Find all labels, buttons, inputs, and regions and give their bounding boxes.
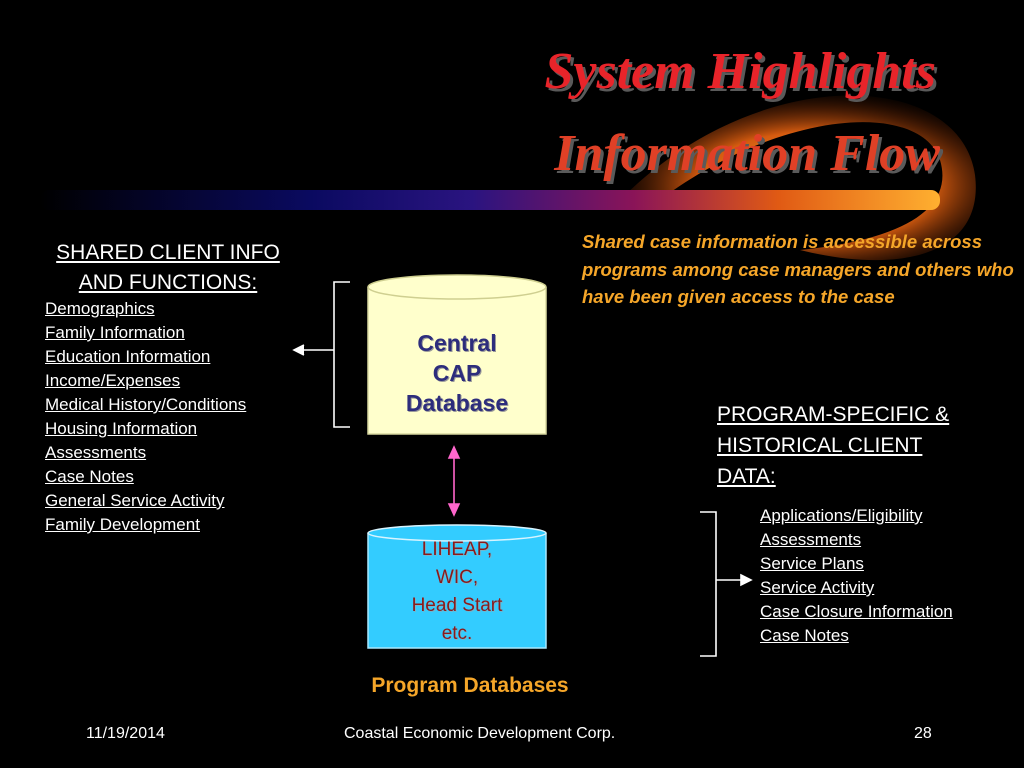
footer-organization: Coastal Economic Development Corp. [344,725,616,742]
list-item: Case Notes [760,626,849,645]
program-db-label-line: WIC, [435,567,479,588]
footer-page-number: 28 [914,725,932,742]
program-db-label-line: Head Start [411,595,503,616]
central-db-label: Central CAP Database [368,328,546,418]
central-db-label-line: Database [405,390,509,416]
program-db-label: LIHEAP, WIC, Head Start etc. [368,536,546,648]
list-item: Demographics [45,299,155,318]
program-data-bracket [700,511,753,657]
list-item: Assessments [760,530,862,549]
central-cap-database [367,274,547,435]
program-database [367,524,547,649]
list-item: Applications/Eligibility [760,506,923,525]
list-item: Assessments [45,443,147,462]
program-specific-heading: PROGRAM-SPECIFIC & HISTORICAL CLIENT DAT… [717,399,1017,492]
program-heading-line: PROGRAM-SPECIFIC & [717,403,950,426]
list-item: General Service Activity [45,491,225,510]
program-databases-caption: Program Databases [371,674,569,697]
program-heading-line: DATA: [717,465,776,488]
list-item: Education Information [45,347,211,366]
list-item: Medical History/Conditions [45,395,247,414]
list-item: Service Plans [760,554,864,573]
program-specific-list: Applications/Eligibility Assessments Ser… [760,504,953,648]
central-db-label-line: CAP [432,360,482,386]
list-item: Case Notes [45,467,134,486]
slide-subtitle: Information Flow [554,125,940,182]
list-item: Family Information [45,323,185,342]
sync-arrow [447,445,461,517]
program-db-label-line: LIHEAP, [421,539,493,560]
list-item: Housing Information [45,419,198,438]
shared-heading-line: AND FUNCTIONS: [78,271,258,294]
slide-title: System Highlights [544,43,936,100]
shared-client-info-list: Demographics Family Information Educatio… [45,297,246,537]
central-db-label-line: Central [417,330,497,356]
list-item: Case Closure Information [760,602,953,621]
list-item: Income/Expenses [45,371,181,390]
program-heading-line: HISTORICAL CLIENT [717,434,923,457]
shared-client-info-heading: SHARED CLIENT INFO AND FUNCTIONS: [22,238,314,298]
footer-date: 11/19/2014 [86,725,165,742]
list-item: Service Activity [760,578,875,597]
shared-heading-line: SHARED CLIENT INFO [56,241,280,264]
shared-info-bracket [292,281,350,428]
shared-case-note: Shared case information is accessible ac… [582,231,1014,307]
list-item: Family Development [45,515,200,534]
program-db-label-line: etc. [441,623,473,644]
